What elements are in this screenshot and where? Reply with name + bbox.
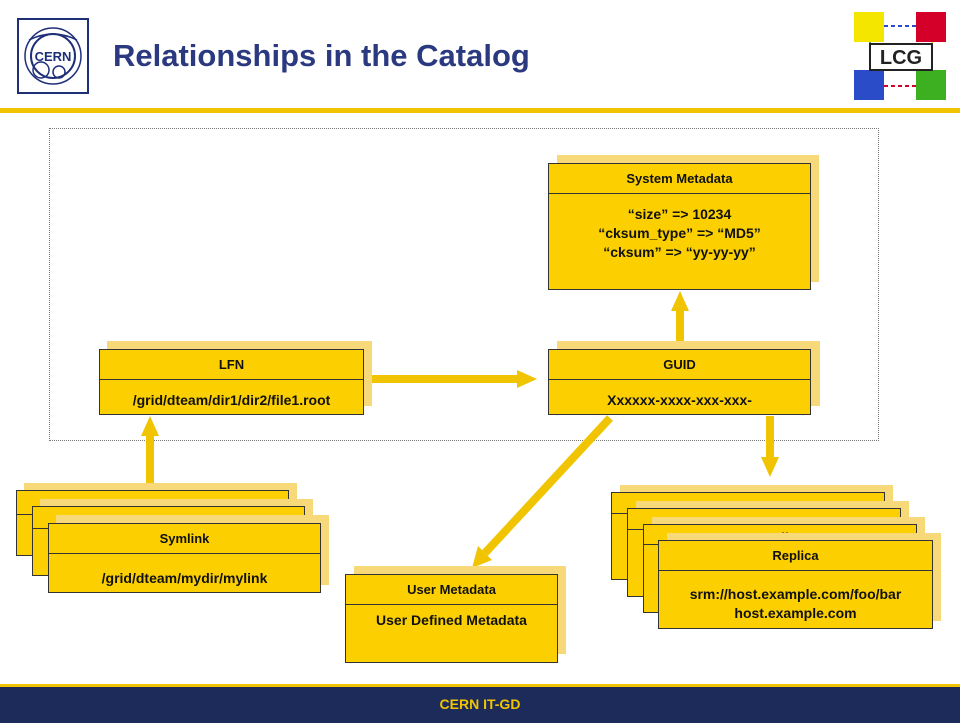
system-metadata-line: “size” => 10234 [627,206,732,222]
system-metadata-line: “cksum” => “yy-yy-yy” [603,244,756,260]
catalog-frame [49,128,879,441]
system-metadata-header: System Metadata [549,164,810,194]
footer-text: CERN IT-GD [439,696,521,712]
header-rule [0,108,960,113]
footer-bar [0,684,960,723]
page-title: Relationships in the Catalog [113,38,530,73]
arrow-guid-to-replica [761,416,779,477]
cern-logo: CERN [17,18,89,94]
user-metadata-header: User Metadata [346,575,557,605]
guid-box: GUID Xxxxxx-xxxx-xxx-xxx- [548,349,811,415]
symlink-header: Symlink [49,524,320,554]
guid-value: Xxxxxx-xxxx-xxx-xxx- [607,392,752,408]
lfn-box: LFN /grid/dteam/dir1/dir2/file1.root [99,349,364,415]
arrow-symlink-to-lfn [141,416,159,490]
system-metadata-line: “cksum_type” => “MD5” [598,225,761,241]
user-metadata-value: User Defined Metadata [376,612,527,628]
replica-box: Replica srm://host.example.com/foo/bar h… [658,540,933,629]
replica-line: srm://host.example.com/foo/bar [689,586,902,602]
svg-text:CERN: CERN [35,49,72,64]
user-metadata-box: User Metadata User Defined Metadata [345,574,558,663]
system-metadata-body: “size” => 10234 “cksum_type” => “MD5” “c… [549,205,810,262]
replica-body: srm://host.example.com/foo/bar host.exam… [659,585,932,623]
symlink-box: Symlink /grid/dteam/mydir/mylink [48,523,321,593]
arrow-guid-to-user-metadata [472,415,613,568]
lfn-header: LFN [100,350,363,380]
replica-header: Replica [659,541,932,571]
guid-header: GUID [549,350,810,380]
lcg-logo: LCG [852,10,950,102]
lcg-logo-icon: LCG [854,12,946,100]
arrow-guid-to-system-metadata [671,291,689,348]
cern-logo-icon: CERN [24,27,82,85]
svg-text:LCG: LCG [880,47,922,69]
system-metadata-box: System Metadata “size” => 10234 “cksum_t… [548,163,811,290]
arrow-lfn-to-guid [362,370,537,388]
symlink-value: /grid/dteam/mydir/mylink [101,570,268,586]
lfn-value: /grid/dteam/dir1/dir2/file1.root [132,392,331,408]
replica-line: host.example.com [734,605,857,621]
